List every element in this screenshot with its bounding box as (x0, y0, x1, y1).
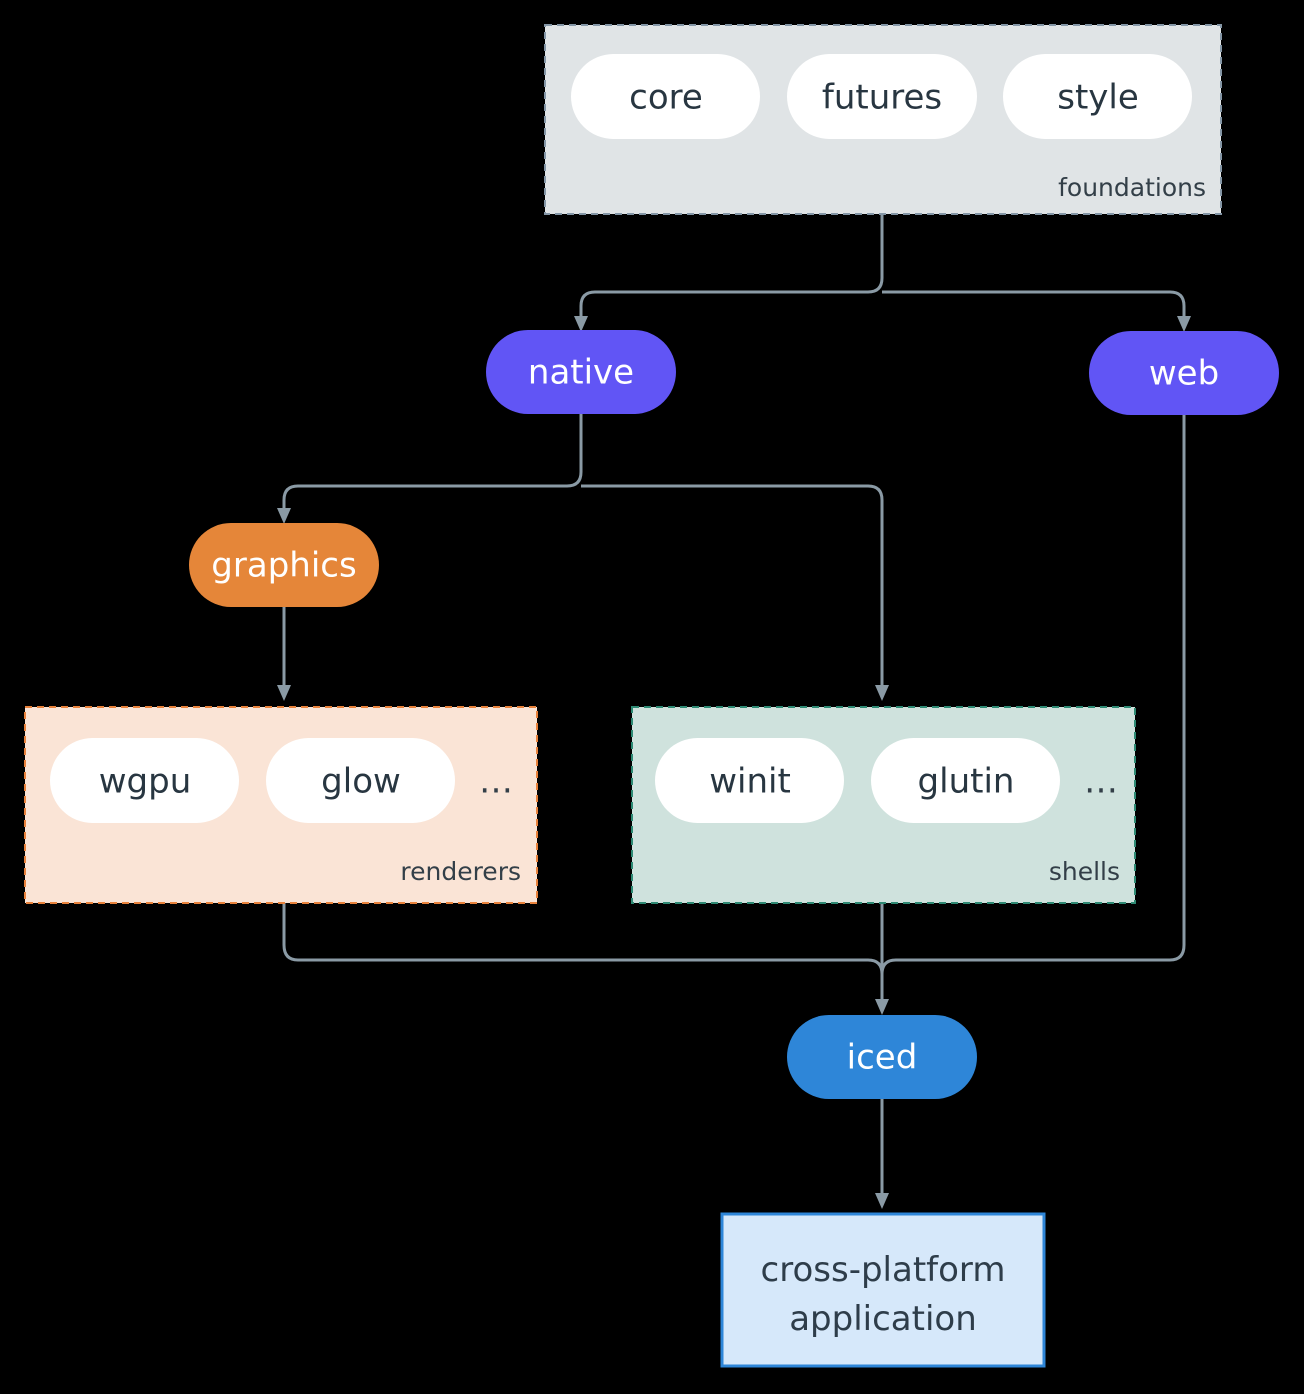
node-renderers-more-label: … (479, 762, 513, 802)
edge-foundations-to-web (882, 290, 1186, 320)
node-winit[interactable] (655, 738, 844, 823)
edge-renderers-to-iced (282, 903, 884, 1002)
node-futures[interactable] (787, 54, 977, 139)
node-native[interactable]: native (486, 330, 676, 414)
node-core[interactable] (571, 54, 760, 139)
node-glow-label: glow (321, 762, 401, 802)
edge-layer (277, 214, 1191, 1209)
node-application[interactable]: cross-platform application (720, 1212, 1046, 1368)
node-web-shape[interactable] (1089, 331, 1279, 415)
node-shells-more-label: … (1084, 762, 1118, 802)
node-glow[interactable] (266, 738, 455, 823)
edge-native-split (282, 414, 583, 512)
arrowhead-graphics (277, 508, 291, 524)
node-glutin-label: glutin (918, 762, 1015, 802)
cluster-renderers-label: renderers (400, 857, 521, 886)
node-graphics[interactable]: graphics (189, 523, 379, 607)
arrowhead-application (875, 1193, 889, 1209)
arrowhead-iced (875, 999, 889, 1015)
edge-foundations-split (579, 214, 884, 320)
arrowhead-shells (875, 685, 889, 701)
cluster-renderers: wgpu glow … renderers (24, 706, 538, 904)
arrowhead-native (574, 316, 588, 332)
node-wgpu-label: wgpu (99, 762, 192, 802)
node-web[interactable]: web (1089, 331, 1279, 415)
node-glutin[interactable] (871, 738, 1060, 823)
node-core-label: core (629, 78, 703, 118)
node-futures-label: futures (822, 78, 942, 118)
node-application-shape[interactable] (720, 1212, 1046, 1368)
cluster-foundations: core futures style foundations (544, 24, 1222, 215)
node-iced-label: iced (847, 1038, 918, 1078)
node-application-label-line2: application (789, 1299, 977, 1339)
cluster-shells-label: shells (1049, 857, 1120, 886)
node-wgpu[interactable] (50, 738, 239, 823)
node-application-label-line1: cross-platform (761, 1250, 1006, 1290)
cluster-shells: winit glutin … shells (631, 706, 1136, 904)
node-graphics-shape[interactable] (189, 523, 379, 607)
cluster-foundations-label: foundations (1058, 173, 1206, 202)
edge-web-to-iced (880, 415, 1186, 1002)
node-iced[interactable]: iced (787, 1015, 977, 1099)
node-winit-label: winit (709, 762, 791, 802)
node-style-label: style (1057, 78, 1139, 118)
node-style[interactable] (1003, 54, 1192, 139)
node-web-label: web (1149, 354, 1219, 394)
node-graphics-label: graphics (211, 546, 356, 586)
arrowhead-web (1177, 316, 1191, 332)
node-native-label: native (528, 353, 634, 393)
node-native-shape[interactable] (486, 330, 676, 414)
arrowhead-renderers (277, 685, 291, 701)
node-iced-shape[interactable] (787, 1015, 977, 1099)
edge-native-to-shells (581, 484, 884, 688)
